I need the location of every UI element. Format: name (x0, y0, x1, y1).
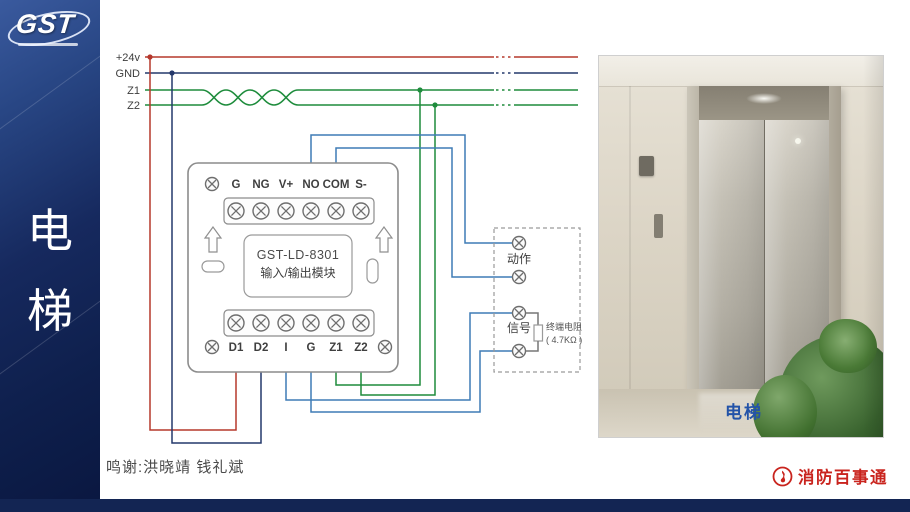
bottom-terminal-strip (223, 309, 375, 337)
brand-text: 消防百事通 (798, 469, 888, 487)
terminal-screw (227, 202, 245, 220)
terminal-label-d1: D1 (229, 342, 244, 354)
terminal-screw (277, 314, 295, 332)
signal-label: 信号 (507, 321, 531, 335)
terminal-screw (352, 202, 370, 220)
mounting-screw (204, 339, 220, 355)
page-title-char: 电 (27, 205, 73, 257)
wire-z2-to-module (360, 105, 436, 396)
terminal-screw (227, 314, 245, 332)
module-nameplate (243, 234, 353, 298)
terminal-resistor (533, 324, 544, 342)
io-module: G NG V+ NO COM S- GST-LD-8301 输入/输出模块 (187, 162, 399, 373)
bus-label-z1: Z1 (127, 85, 140, 97)
elevator-lintel (699, 86, 829, 120)
power-and-loop-bus: +24v GND Z1 Z2 (116, 52, 578, 112)
call-button-panel (654, 214, 663, 238)
page-title: 电 梯 (0, 208, 100, 334)
elevator-terminal-box: 动作 信号 终端电阻 ( 4.7KΩ ) (493, 227, 582, 373)
wire-no-to-action (310, 134, 512, 244)
bottom-bar (0, 499, 910, 512)
action-label: 动作 (507, 252, 531, 266)
terminal-screw (252, 202, 270, 220)
fire-service-icon (772, 466, 793, 486)
terminal-screw (327, 314, 345, 332)
terminal-label-sminus: S- (355, 179, 367, 191)
mounting-screw (204, 176, 220, 192)
bus-label-z2: Z2 (127, 100, 140, 112)
terminal-screw (352, 314, 370, 332)
photo-ceiling (599, 56, 883, 87)
terminal-label-z2: Z2 (354, 342, 367, 354)
module-led-window (366, 258, 379, 284)
terminal-label-z1: Z1 (329, 342, 343, 354)
terminal-label-g: G (232, 179, 241, 191)
plant (819, 319, 877, 373)
bus-line-z2-twisted (145, 89, 494, 106)
terminal-label-ng: NG (252, 179, 269, 191)
wire-g-to-signal (310, 350, 512, 413)
sidebar: GST 电 梯 (0, 0, 125, 512)
top-terminal-strip (223, 197, 375, 225)
photo-wall-edge (629, 86, 631, 389)
elevator-door-right (764, 120, 829, 393)
elevator-dashed-outline (493, 227, 581, 373)
terminal-screw (252, 314, 270, 332)
gst-logo: GST (4, 4, 96, 65)
connection-wires (149, 57, 512, 444)
elevator-photo: 电梯 (598, 55, 884, 438)
terminal-screw (327, 202, 345, 220)
module-model: GST-LD-8301 (257, 248, 340, 262)
plant (753, 375, 817, 437)
photo-caption: 电梯 (725, 403, 763, 422)
terminal-screw (277, 202, 295, 220)
wire-24v-to-d1 (149, 57, 237, 431)
action-terminal-screw (511, 269, 527, 285)
terminal-label-d2: D2 (254, 342, 269, 354)
terminal-label-com: COM (323, 179, 350, 191)
module-subtitle: 输入/输出模块 (260, 265, 335, 280)
module-slot (201, 260, 225, 273)
bus-line-z1-twisted (145, 89, 494, 106)
resistor-value: ( 4.7KΩ ) (546, 335, 582, 345)
wire-i-to-signal (285, 312, 512, 401)
bus-label-24v: +24v (116, 52, 141, 64)
brand-logo: 消防百事通 (772, 464, 888, 488)
resistor-name: 终端电阻 (546, 321, 582, 332)
mounting-screw (377, 339, 393, 355)
credits-text: 鸣谢:洪晓靖 钱礼斌 (106, 459, 245, 476)
resistor-lead-top (526, 312, 539, 325)
terminal-screw (302, 202, 320, 220)
action-terminal-screw (511, 235, 527, 251)
wire-gnd-to-d2 (171, 73, 262, 444)
page-title-char: 梯 (27, 285, 73, 337)
hall-indicator (639, 156, 654, 176)
signal-terminal-screw (511, 305, 527, 321)
wire-com-to-action (335, 147, 512, 278)
terminal-label-i: I (284, 342, 287, 354)
up-arrow-icon (203, 225, 223, 253)
elevator-doors (699, 120, 829, 393)
gst-logo-tagline-bar (18, 43, 78, 46)
photo-shadow (863, 56, 883, 437)
wire-z1-to-module (335, 90, 421, 386)
terminal-screw (302, 314, 320, 332)
resistor-lead-bottom (526, 341, 539, 352)
terminal-label-g2: G (307, 342, 316, 354)
terminal-label-no: NO (302, 179, 319, 191)
elevator-door-left (699, 120, 765, 393)
terminal-label-vplus: V+ (279, 179, 294, 191)
signal-terminal-screw (511, 343, 527, 359)
up-arrow-icon (374, 225, 394, 253)
bus-label-gnd: GND (116, 68, 141, 80)
elevator-downlight (746, 93, 782, 104)
